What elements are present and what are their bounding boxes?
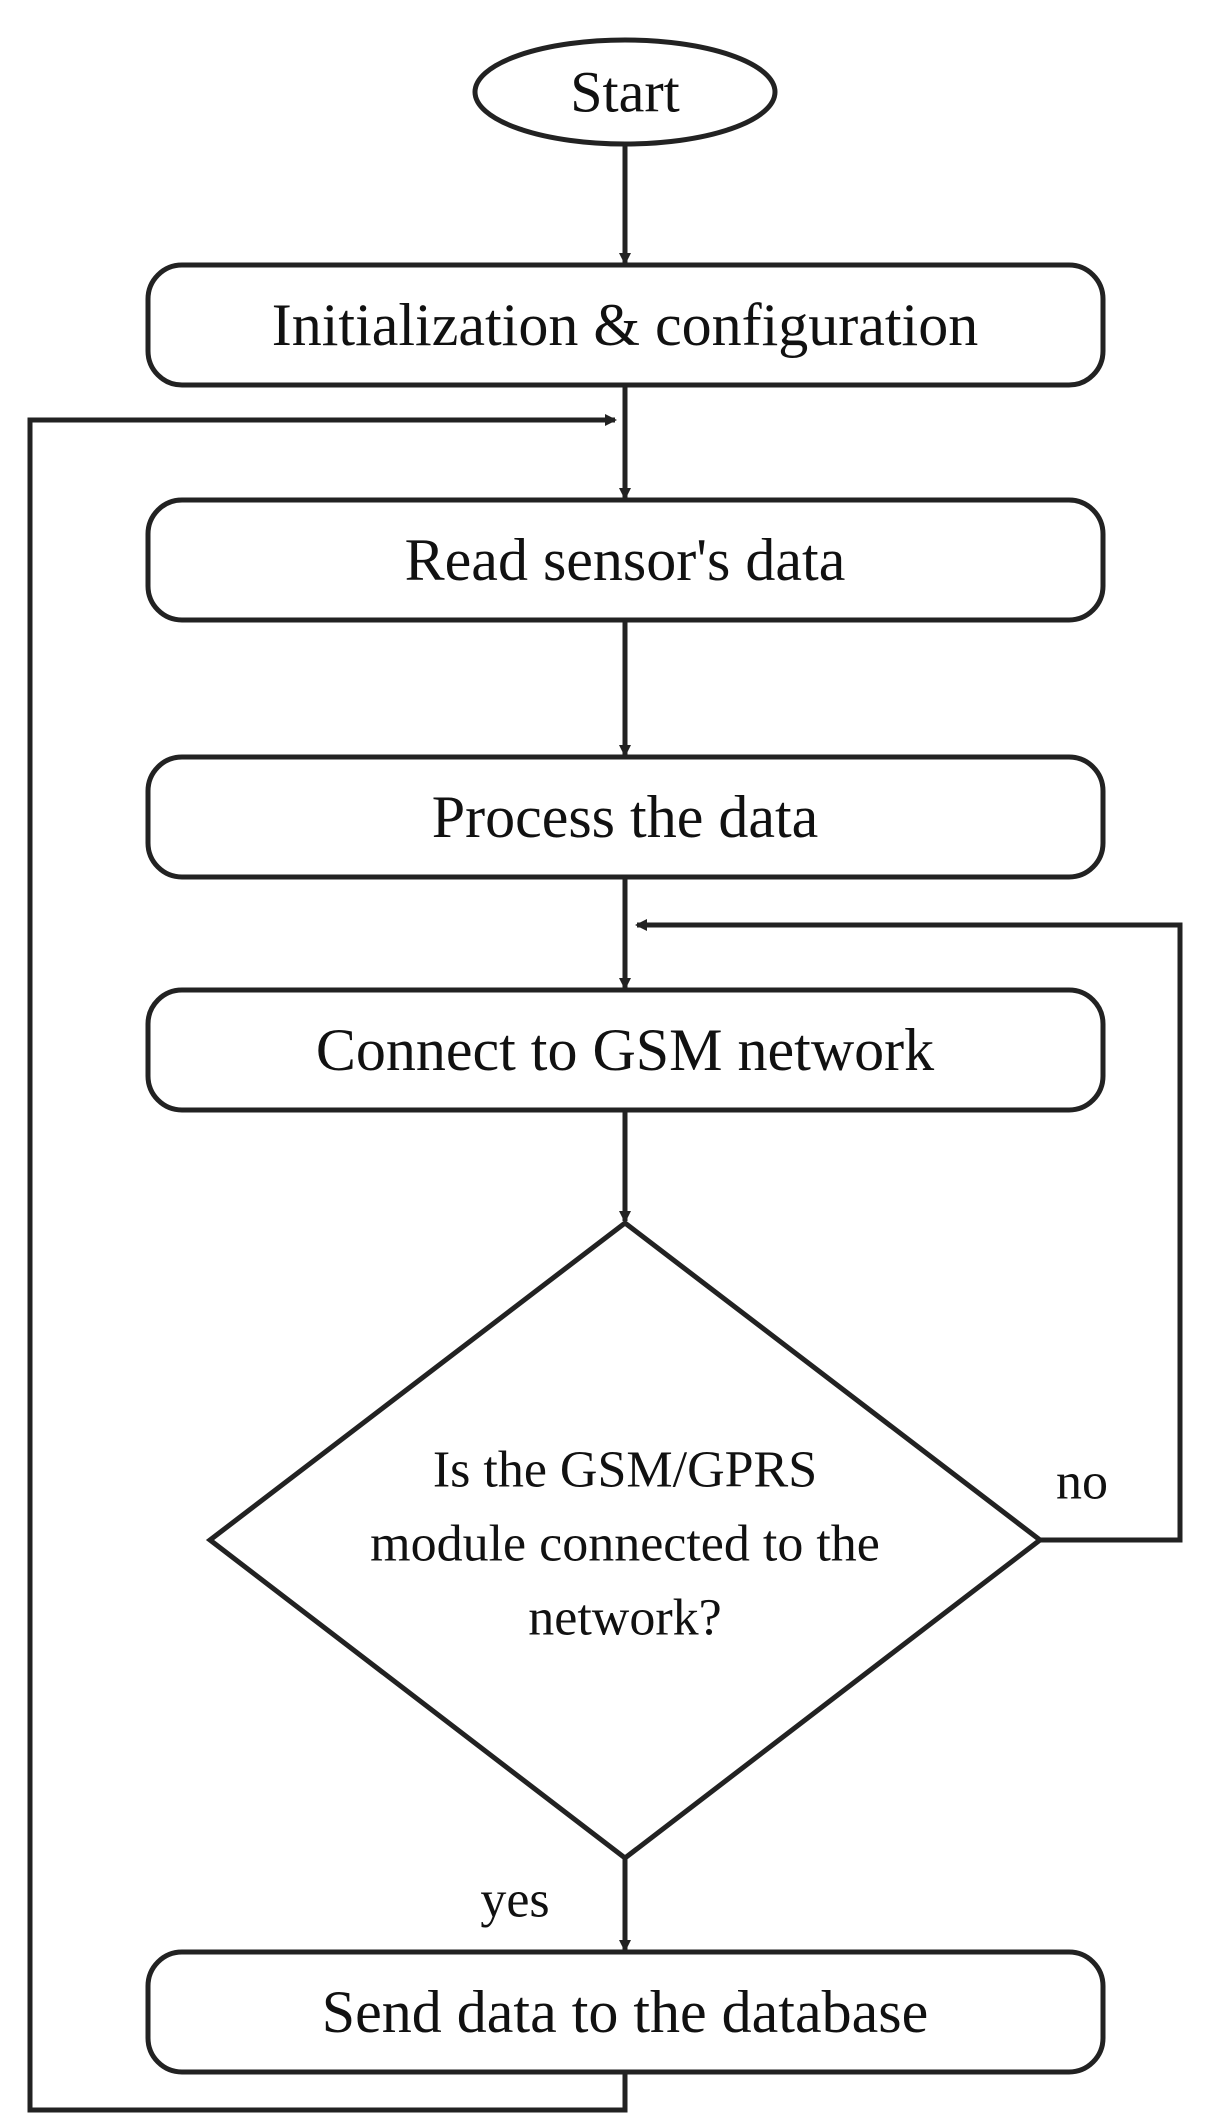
initialization-label: Initialization & configuration bbox=[272, 292, 978, 358]
start-label: Start bbox=[570, 60, 680, 125]
decision-line-2: module connected to the bbox=[370, 1516, 880, 1573]
read-sensor-label: Read sensor's data bbox=[405, 527, 846, 593]
arrow-decision-no-loop bbox=[635, 919, 1183, 1543]
process-data-label: Process the data bbox=[432, 784, 819, 850]
decision-line-1: Is the GSM/GPRS bbox=[433, 1442, 817, 1499]
connect-gsm-label: Connect to GSM network bbox=[316, 1017, 934, 1083]
decision-line-3: network? bbox=[528, 1590, 721, 1647]
arrow-main-loop bbox=[27, 414, 628, 2113]
send-data-label: Send data to the database bbox=[322, 1979, 928, 2045]
yes-label: yes bbox=[480, 1872, 549, 1929]
no-label: no bbox=[1056, 1454, 1108, 1511]
